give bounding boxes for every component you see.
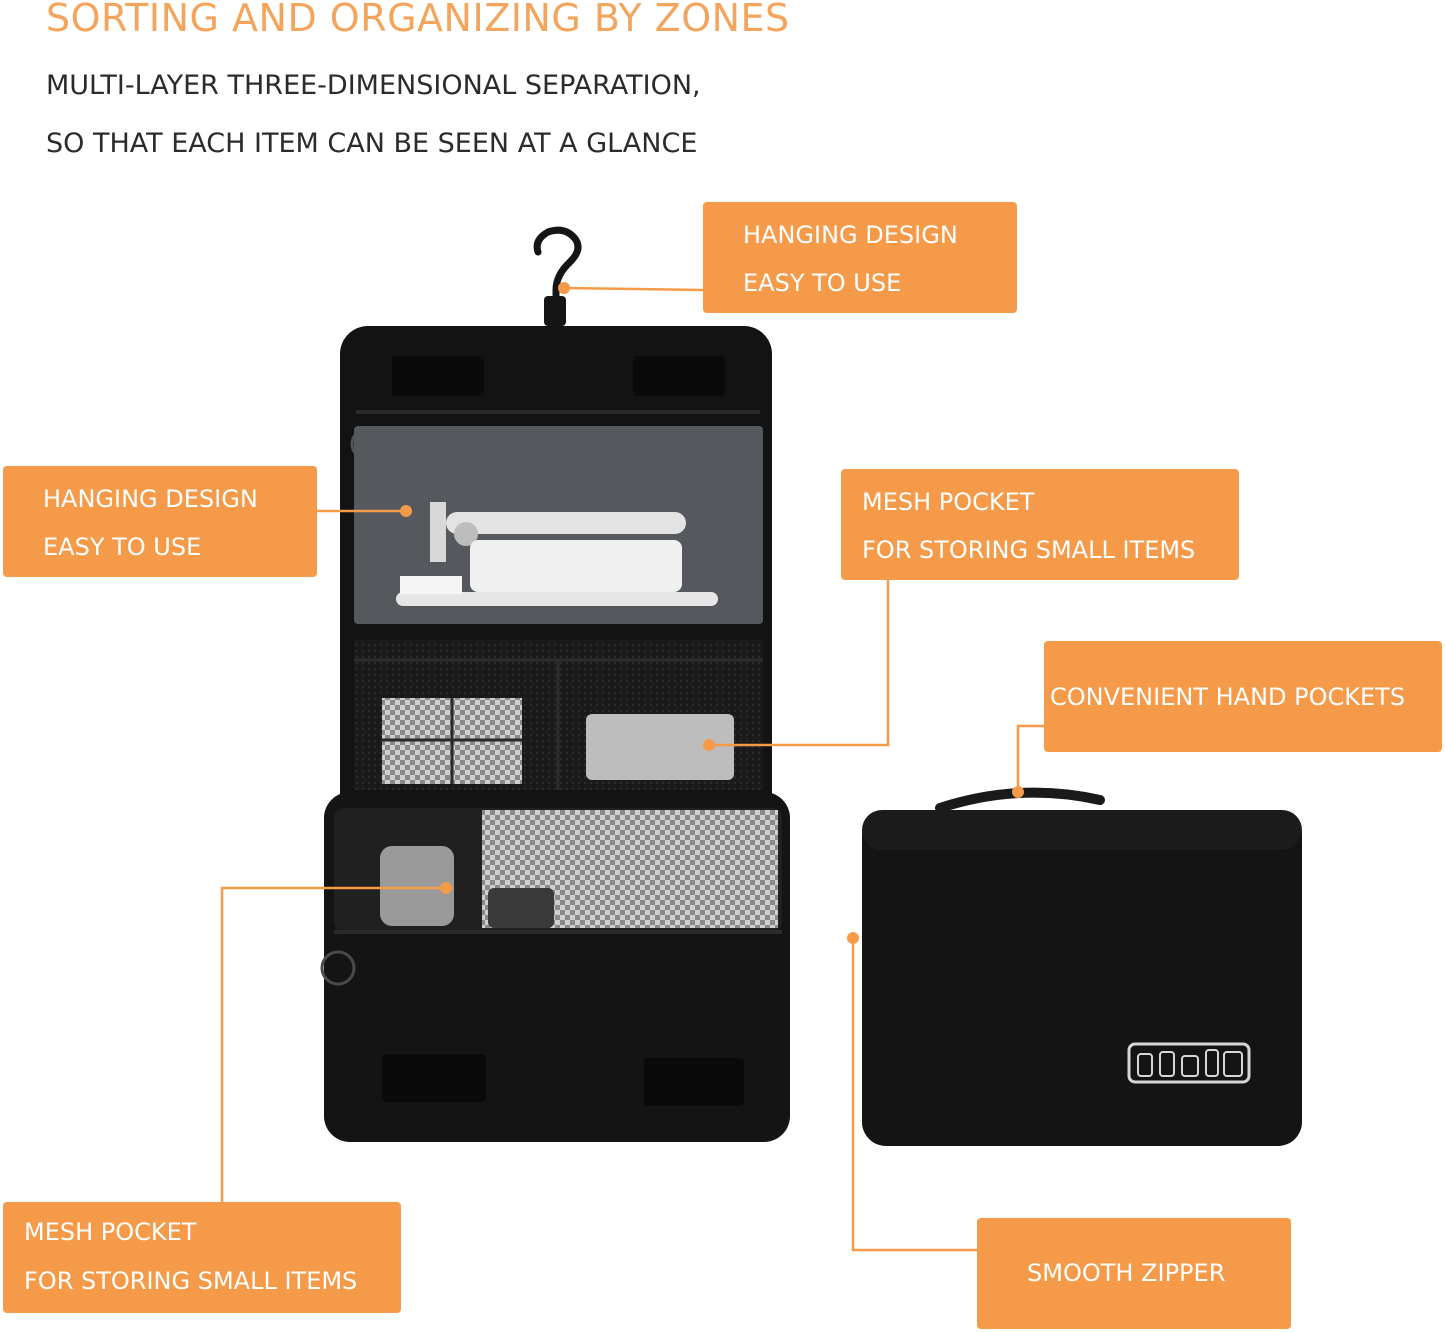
callout-line-1: MESH POCKET — [862, 488, 1035, 516]
closed-bag — [862, 787, 1302, 1146]
case-item — [586, 714, 734, 780]
subtitle-line-1: MULTI-LAYER THREE-DIMENSIONAL SEPARATION… — [46, 70, 701, 101]
subtitle-line-2: SO THAT EACH ITEM CAN BE SEEN AT A GLANC… — [46, 128, 698, 159]
velcro-strip — [392, 356, 484, 396]
open-bag — [320, 226, 790, 1142]
toothbrush-icon — [396, 576, 718, 606]
callout-smooth-zipper: SMOOTH ZIPPER — [977, 1218, 1291, 1329]
hook-icon — [533, 226, 582, 326]
callout-hanging-design-top: HANGING DESIGN EASY TO USE — [703, 202, 1017, 313]
callout-line-1: CONVENIENT HAND POCKETS — [1050, 683, 1406, 711]
callout-line-2: EASY TO USE — [43, 533, 202, 561]
callout-line-1: HANGING DESIGN — [743, 221, 958, 249]
zipper-pull-icon — [320, 950, 356, 986]
callout-line-2: FOR STORING SMALL ITEMS — [862, 536, 1196, 564]
razor-icon — [430, 502, 686, 562]
leader-lines — [220, 286, 1044, 1252]
bottle-item — [380, 846, 454, 926]
page-title: SORTING AND ORGANIZING BY ZONES — [46, 0, 790, 40]
toiletry-badge-icon — [1127, 1042, 1251, 1084]
leader-dots — [400, 282, 1024, 944]
toothpaste-icon — [470, 540, 682, 592]
callout-line-1: HANGING DESIGN — [43, 485, 258, 513]
callout-line-2: EASY TO USE — [743, 269, 902, 297]
callout-mesh-pocket-right: MESH POCKET FOR STORING SMALL ITEMS — [841, 469, 1239, 580]
callout-line-1: SMOOTH ZIPPER — [1027, 1259, 1226, 1287]
callout-mesh-pocket-bottom: MESH POCKET FOR STORING SMALL ITEMS — [3, 1202, 401, 1313]
velcro-strip — [633, 356, 725, 396]
callout-line-2: FOR STORING SMALL ITEMS — [24, 1267, 358, 1295]
callout-hanging-design-left: HANGING DESIGN EASY TO USE — [3, 466, 317, 577]
velcro-strip — [644, 1058, 744, 1106]
callout-convenient-hand-pockets: CONVENIENT HAND POCKETS — [1044, 641, 1442, 752]
callout-line-1: MESH POCKET — [24, 1218, 197, 1246]
velcro-strip — [382, 1054, 486, 1102]
